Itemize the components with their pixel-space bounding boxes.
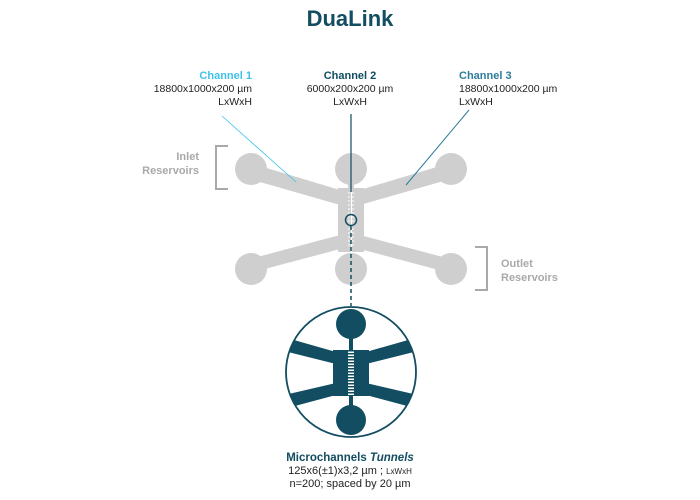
zoom-upper-reservoir — [336, 309, 366, 339]
zoom-right-chamber — [354, 350, 369, 396]
channel-3-leader — [405, 109, 470, 186]
microchannels-title: Microchannels Tunnels — [0, 452, 700, 465]
microchannels-count: n=200; spaced by 20 µm — [289, 478, 411, 490]
channel-1-dims: 18800x1000x200 µm — [153, 83, 252, 95]
inlet-reservoir-1 — [235, 153, 267, 185]
channel-3-label: Channel 3 18800x1000x200 µm LxWxH — [459, 70, 557, 109]
channel-1-arm — [246, 163, 340, 205]
microchannels-axes: LxWxH — [386, 467, 412, 476]
zoom-lower-neck — [349, 396, 353, 410]
microchannels-dims-line: 125x6(±1)x3,2 µm ; LxWxH — [0, 465, 700, 478]
channel-3-dims: 18800x1000x200 µm — [459, 83, 558, 95]
microchannels-label: Microchannels Tunnels 125x6(±1)x3,2 µm ;… — [0, 452, 700, 491]
outlet-label-line1: Outlet — [501, 258, 533, 270]
channel-1-label: Channel 1 18800x1000x200 µm LxWxH — [154, 70, 252, 109]
outlet-reservoir-1 — [235, 253, 267, 285]
channel-2-name: Channel 2 — [323, 70, 377, 82]
inlet-reservoir-3 — [435, 153, 467, 185]
channel-2-dims: 6000x200x200 µm — [306, 83, 394, 95]
zoom-upper-neck — [349, 336, 353, 350]
channel-1-outlet-arm — [246, 235, 340, 273]
zoom-frame — [285, 306, 417, 438]
outlet-bracket — [475, 246, 488, 291]
microchannels-title-plain: Microchannels — [286, 452, 370, 464]
channel-3-axes: LxWxH — [459, 96, 493, 108]
outlet-reservoirs-label: Outlet Reservoirs — [501, 257, 558, 285]
channel-2-axes: LxWxH — [333, 96, 367, 108]
central-chamber-left — [338, 188, 351, 252]
inlet-label-line1: Inlet — [176, 151, 199, 163]
channel-3-outlet-arm — [360, 235, 454, 273]
outlet-label-line2: Reservoirs — [501, 272, 558, 284]
channel-2-label: Channel 2 6000x200x200 µm LxWxH — [290, 70, 410, 109]
microchannels-title-italic: Tunnels — [369, 452, 414, 464]
zoom-left-upper-arm — [286, 336, 336, 364]
microchannels-dims: 125x6(±1)x3,2 µm ; — [288, 465, 387, 477]
central-chamber-right — [352, 188, 364, 252]
diagram-title: DuaLink — [306, 6, 394, 31]
zoom-indicator-icon — [344, 213, 358, 227]
zoom-lower-reservoir — [336, 405, 366, 435]
channel-3-name: Channel 3 — [459, 70, 512, 82]
channel-1-name: Channel 1 — [199, 70, 252, 82]
inlet-label-line2: Reservoirs — [142, 165, 199, 177]
channel-1-leader — [221, 115, 297, 183]
zoom-left-chamber — [333, 350, 348, 396]
microchannel-zoom-view — [285, 306, 417, 438]
zoom-right-upper-arm — [366, 336, 416, 364]
outlet-reservoir-3 — [435, 253, 467, 285]
inlet-reservoirs-label: Inlet Reservoirs — [142, 150, 199, 178]
channel-1-axes: LxWxH — [218, 96, 252, 108]
inlet-bracket — [215, 145, 228, 190]
